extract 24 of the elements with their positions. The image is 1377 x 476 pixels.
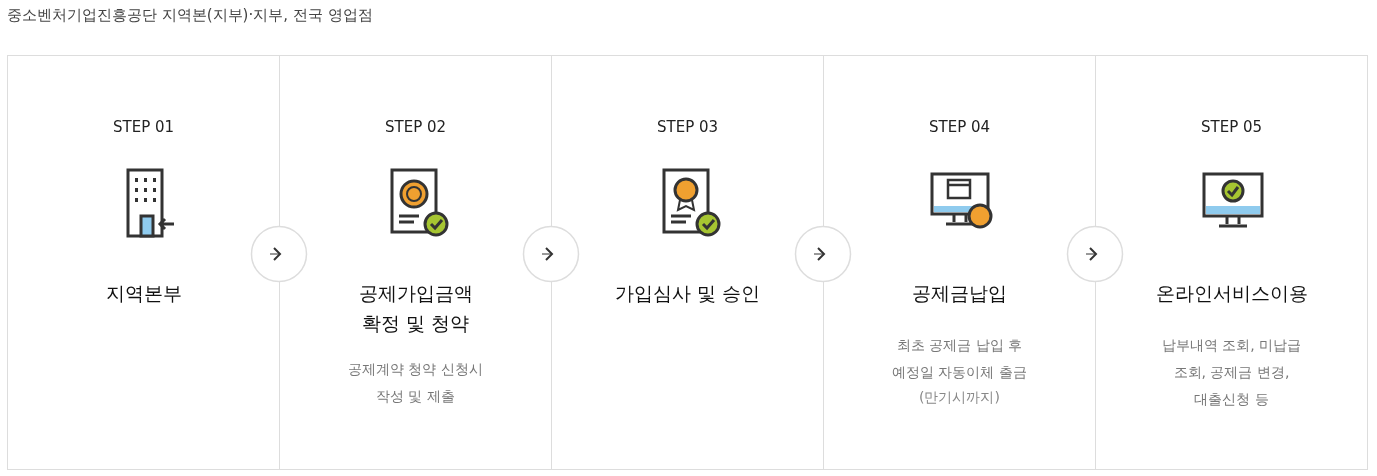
step-description: 공제계약 청약 신청시 작성 및 제출 xyxy=(347,360,484,406)
step-number: STEP 02 xyxy=(383,118,448,136)
step-panel xyxy=(7,55,280,470)
step-title: 공제가입금액 확정 및 청약 xyxy=(357,281,474,336)
step-title: 지역본부 xyxy=(104,281,183,306)
chevron-arrow xyxy=(541,247,553,261)
step-panel xyxy=(279,55,552,470)
step-number: STEP 01 xyxy=(111,118,176,136)
chevron-arrow xyxy=(269,247,281,261)
step-panel xyxy=(1095,55,1368,470)
step-description: 최초 공제금 납입 후 예정일 자동이체 출금 xyxy=(891,336,1028,382)
chevron-arrow xyxy=(813,247,825,261)
step-title: 공제금납입 xyxy=(911,281,1008,306)
chevron-arrow xyxy=(1085,247,1097,261)
step-panel xyxy=(551,55,824,470)
page-title: 중소벤처기업진흥공단 지역본(지부)·지부, 전국 영업점 xyxy=(7,6,373,25)
step-number: STEP 03 xyxy=(655,118,720,136)
step-panel xyxy=(823,55,1096,470)
step-number: STEP 05 xyxy=(1199,118,1264,136)
step-description: 납부내역 조회, 미납급 조회, 공제금 변경, 대출신청 등 xyxy=(1160,336,1303,409)
step-title: 가입심사 및 승인 xyxy=(613,281,762,306)
step-note: (만기시까지) xyxy=(919,388,1000,407)
step-number: STEP 04 xyxy=(927,118,992,136)
step-title: 온라인서비스이용 xyxy=(1154,281,1309,306)
